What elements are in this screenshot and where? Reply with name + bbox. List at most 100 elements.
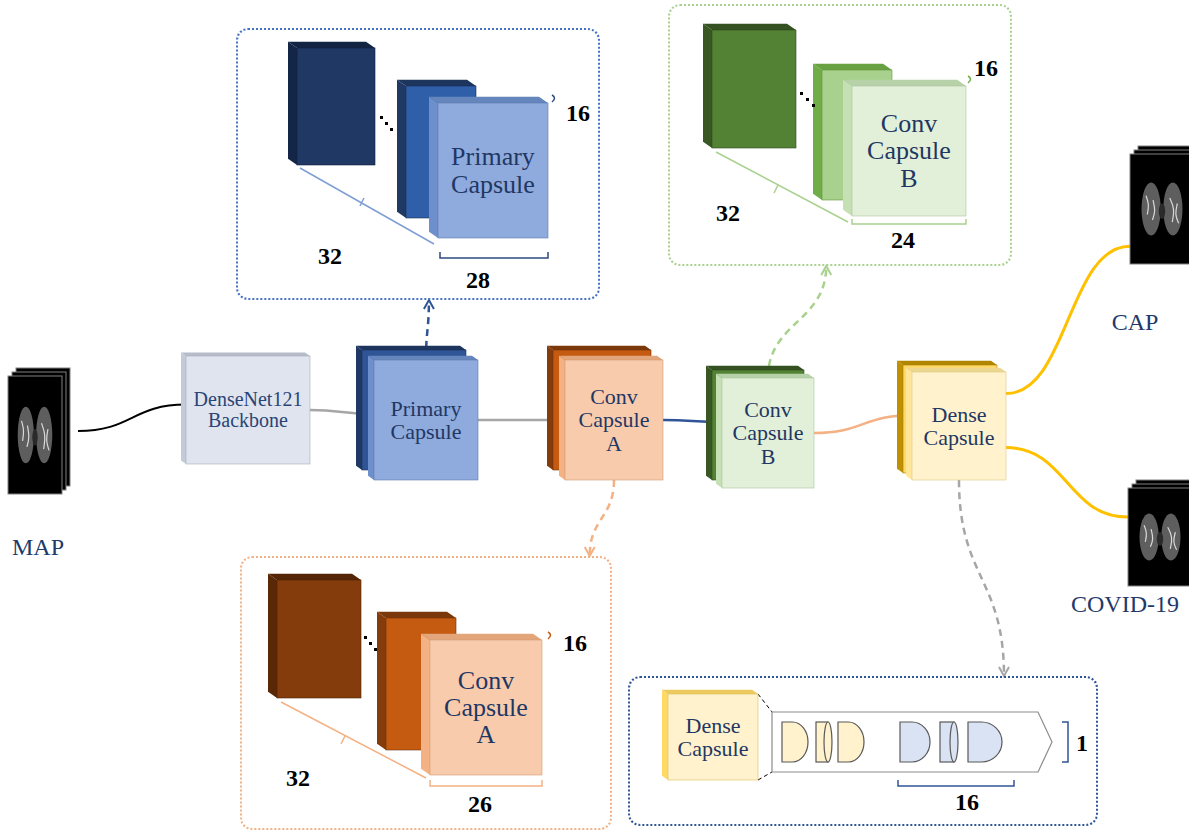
- lung-shape: [1163, 183, 1182, 236]
- image-label: CAP: [1112, 310, 1159, 335]
- back-slab-face: [712, 30, 796, 148]
- dimension-bracket: [898, 780, 1014, 786]
- capsule-vector-part: [940, 722, 954, 762]
- ct-slice: [8, 376, 62, 494]
- back-slab-side: [703, 24, 712, 148]
- dimension-number: 16: [955, 790, 979, 815]
- lung-texture: [22, 421, 24, 441]
- front-slab-side: [843, 80, 852, 216]
- back-slab-top: [397, 80, 476, 86]
- back-slab-top: [703, 24, 796, 30]
- ellipsis-dot: [806, 98, 809, 101]
- lung-shape: [1161, 513, 1180, 560]
- front-slab-top: [662, 690, 758, 694]
- ellipsis-dot: [380, 116, 383, 119]
- ct-slice: [16, 368, 70, 486]
- image-label: MAP: [12, 535, 64, 560]
- ct-image-stack: MAP: [8, 368, 78, 494]
- panel-group: [703, 24, 971, 224]
- lung-texture: [1152, 200, 1154, 220]
- capsule-vector-part: [816, 722, 828, 762]
- front-slab-face: [668, 694, 758, 780]
- detail-arrow: [590, 480, 614, 556]
- dimension-number: 32: [318, 244, 342, 269]
- capsule-vector-part: [950, 722, 958, 762]
- back-slab-top: [547, 346, 651, 350]
- lung-shape: [36, 407, 52, 464]
- layer-label: Primary Capsule: [378, 397, 474, 443]
- flow-connector: [1006, 246, 1130, 393]
- front-slab-top: [559, 356, 663, 360]
- panel-illustration: [238, 30, 602, 302]
- back-slab-top: [706, 366, 804, 370]
- dimension-bracket: [552, 95, 555, 102]
- dimension-bracket: [968, 76, 971, 83]
- capsule-layer: Primary Capsule: [438, 103, 548, 238]
- front-slab-side: [421, 634, 430, 775]
- back-slab-side: [377, 612, 386, 750]
- heart-shape: [1159, 204, 1165, 219]
- lung-texture: [1150, 529, 1152, 547]
- heart-shape: [1157, 532, 1163, 546]
- back-slab-face: [277, 580, 361, 698]
- front-slab-face: [430, 640, 542, 775]
- capsule-layer: Primary Capsule: [374, 360, 478, 480]
- front-slab-face: [912, 372, 1006, 480]
- ellipsis-dot: [385, 122, 388, 125]
- dimension-number: 16: [566, 101, 590, 126]
- front-slab-side: [662, 690, 668, 780]
- front-slab-top: [843, 80, 966, 86]
- panel-group: [758, 694, 1068, 786]
- ct-slice: [1132, 484, 1189, 582]
- ellipsis-dot: [800, 92, 803, 95]
- ct-slice: [1136, 480, 1189, 578]
- capsule-vector-part: [838, 722, 864, 762]
- front-slab-top: [368, 356, 478, 360]
- front-slab-side: [429, 97, 438, 238]
- dimension-number: 32: [716, 201, 740, 226]
- flow-connector: [814, 415, 912, 433]
- front-slab-top: [429, 97, 548, 103]
- front-slab-face: [852, 86, 966, 216]
- back-slab-top: [268, 574, 361, 580]
- lung-shape: [1140, 513, 1159, 560]
- ct-slice: [1128, 488, 1189, 586]
- ellipsis-dot: [390, 128, 393, 131]
- lung-shape: [1142, 183, 1161, 236]
- lung-texture: [47, 429, 49, 450]
- front-slab-side: [559, 356, 565, 480]
- image-label: COVID-19: [1071, 592, 1179, 617]
- dimension-bracket: [300, 168, 434, 244]
- capsule-layer: DenseNet121 Backbone: [186, 356, 310, 464]
- back-slab-side: [813, 64, 822, 200]
- lung-texture: [1176, 204, 1179, 224]
- layer-label: Conv Capsule A: [434, 667, 538, 749]
- lung-texture: [1144, 525, 1146, 542]
- capsule-layer: Dense Capsule: [912, 372, 1006, 480]
- dimension-bracket: [1062, 722, 1068, 762]
- flow-connector: [478, 419, 565, 422]
- capsule-vector-part: [900, 722, 930, 762]
- front-slab-side: [906, 368, 912, 480]
- back-slab-side: [356, 346, 362, 470]
- detail-panel: 116Dense Capsule: [628, 676, 1098, 826]
- ct-slice: [1130, 154, 1189, 264]
- back-slab-face: [386, 618, 456, 750]
- ct-slice: [1134, 150, 1189, 260]
- detail-panel: 163226Conv Capsule A: [240, 556, 612, 830]
- front-slab-top: [716, 374, 814, 378]
- back-slab-side: [288, 42, 297, 165]
- flow-connector: [78, 405, 186, 431]
- ct-image-stack: COVID-19: [1128, 480, 1189, 586]
- front-slab-top: [181, 353, 310, 357]
- back-slab-side: [547, 346, 553, 470]
- lung-texture: [1174, 532, 1177, 550]
- dimension-number: 1: [1076, 731, 1088, 756]
- layer-label: Conv Capsule B: [856, 110, 962, 192]
- front-slab-face: [438, 103, 548, 238]
- dimension-number: 16: [563, 631, 587, 656]
- flow-connector: [1006, 448, 1128, 517]
- panel-illustration: [670, 6, 1014, 268]
- capsule-vector-part: [782, 722, 808, 762]
